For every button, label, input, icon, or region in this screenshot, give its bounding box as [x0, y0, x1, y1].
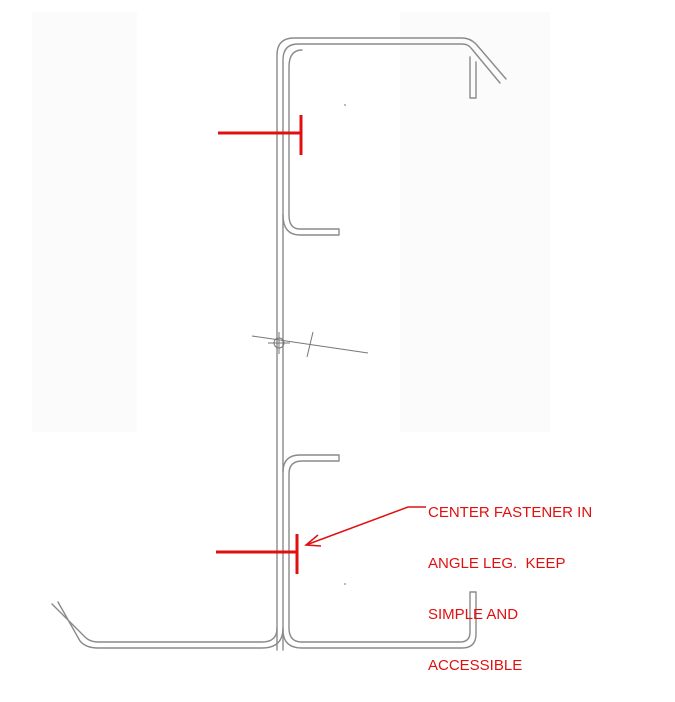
crosshair-target-icon — [251, 331, 369, 358]
crosshair-circle — [273, 337, 285, 349]
upper-c-channel — [276, 37, 507, 651]
lower-z-bottom-left-flange — [51, 601, 284, 649]
upper-c-channel-inner-line — [282, 43, 501, 651]
upper-fastener-marker — [218, 115, 303, 155]
upper-c-channel-outer-line — [276, 37, 507, 651]
background-panel-right — [400, 12, 550, 432]
lower-fastener-marker — [216, 534, 299, 574]
annotation-line-3: SIMPLE AND — [428, 606, 519, 623]
leader-line — [305, 506, 426, 546]
arrowhead — [304, 534, 322, 547]
annotation-line-2: ANGLE LEG. KEEP — [428, 555, 566, 572]
annotation-line-4: ACCESSIBLE — [428, 657, 523, 674]
fastener-annotation-note: CENTER FASTENER IN ANGLE LEG. KEEP SIMPL… — [428, 470, 592, 691]
upper-c-inner-flange — [282, 49, 340, 236]
annotation-leader-arrow — [304, 506, 426, 547]
lower-z-section — [51, 454, 477, 649]
reference-dot-lower — [344, 583, 346, 585]
annotation-line-1: CENTER FASTENER IN — [428, 504, 593, 521]
upper-c-right-lip — [469, 56, 477, 99]
reference-dot-upper — [344, 104, 346, 106]
lower-z-top-flange — [282, 454, 340, 643]
background-panel-left — [32, 12, 137, 432]
axis-tick — [306, 331, 314, 358]
lower-z-bottom-right-flange — [282, 591, 477, 649]
